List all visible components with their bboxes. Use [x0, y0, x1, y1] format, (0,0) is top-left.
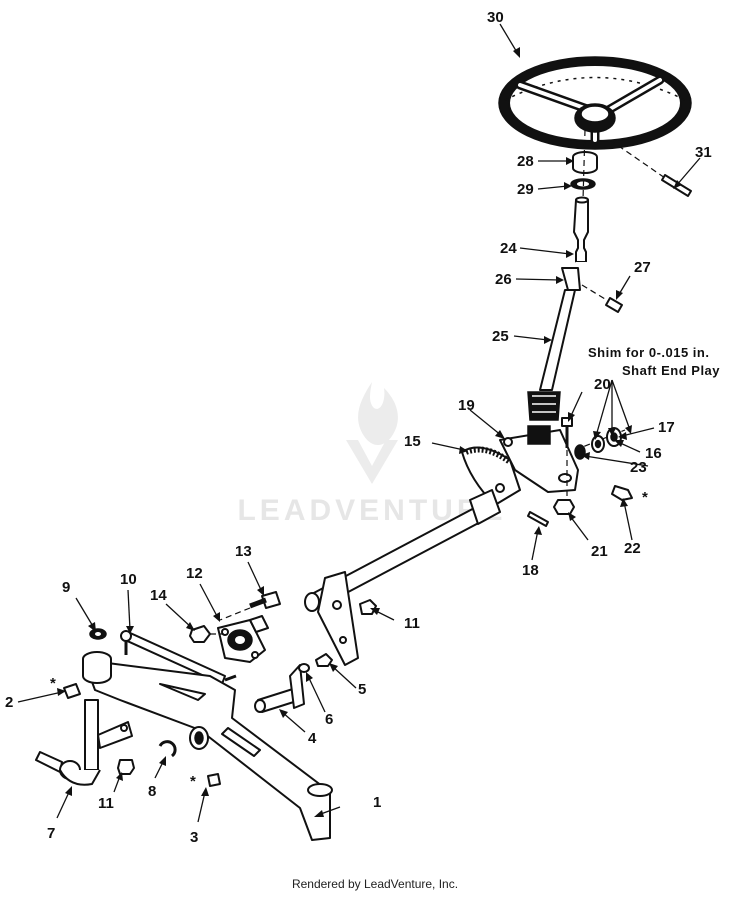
callout-3: 3: [190, 829, 198, 846]
callout-23: 23: [630, 459, 647, 476]
callout-22: 22: [624, 540, 641, 557]
callout-27: 27: [634, 259, 651, 276]
asterisk-upper: *: [642, 489, 648, 506]
callout-1: 1: [373, 794, 381, 811]
v-logo-icon: [346, 440, 398, 484]
callout-20: 20: [594, 376, 611, 393]
grease-fitting-upper: [611, 485, 633, 501]
upper-bushing: [572, 151, 598, 174]
steering-wheel: [498, 56, 692, 150]
grease-fitting-spindle: [63, 683, 81, 699]
plate-nut: [359, 599, 377, 615]
callout-6: 6: [325, 711, 333, 728]
shaft-bolt: [581, 284, 623, 313]
bracket-bolt: [561, 417, 573, 500]
spindle: [35, 699, 133, 786]
callout-28: 28: [517, 153, 534, 170]
steering-support-bracket: [495, 425, 579, 493]
callout-labels: 1 2 3 4 5 6 7 8 9 10 11 11 12 13 14 15 1…: [5, 9, 712, 846]
grease-fitting-axle: [207, 773, 221, 787]
drag-link-shaft: [304, 489, 501, 612]
callout-18: 18: [522, 562, 539, 579]
callout-4: 4: [308, 730, 317, 747]
callout-8: 8: [148, 783, 156, 800]
axle-clip: [158, 740, 177, 758]
callout-9: 9: [62, 579, 70, 596]
roll-pin: [609, 139, 692, 197]
steering-shaft: [527, 196, 589, 421]
callout-31: 31: [695, 144, 712, 161]
steering-gear-sector: [461, 446, 521, 506]
callout-11-lower: 11: [98, 795, 114, 812]
callout-10: 10: [120, 571, 137, 588]
render-credit: Rendered by LeadVenture, Inc.: [292, 877, 458, 891]
callout-17: 17: [658, 419, 675, 436]
callout-24: 24: [500, 240, 517, 257]
asterisk-axle: *: [190, 773, 196, 790]
callout-19: 19: [458, 397, 475, 414]
bearing-nut: [189, 625, 224, 643]
leader-lines: [17, 23, 701, 823]
shaft-key: [527, 511, 549, 527]
shim-note: Shim for 0-.015 in. Shaft End Play: [588, 345, 720, 378]
callout-16: 16: [645, 445, 662, 462]
note-line-1: Shim for 0-.015 in.: [588, 345, 709, 360]
callout-30: 30: [487, 9, 504, 26]
lubrication-asterisks: * * *: [50, 489, 648, 790]
callout-25: 25: [492, 328, 509, 345]
callout-11-upper: 11: [404, 615, 420, 632]
asterisk-spindle: *: [50, 675, 56, 692]
flame-logo-icon: [358, 382, 398, 445]
callout-5: 5: [358, 681, 366, 698]
callout-7: 7: [47, 825, 55, 842]
bearing-bolt: [219, 591, 281, 621]
arm-bolt: [315, 653, 333, 667]
callout-15: 15: [404, 433, 421, 450]
callout-29: 29: [517, 181, 534, 198]
bracket-nut: [553, 499, 575, 515]
spindle-washer: [89, 628, 107, 640]
front-axle: [82, 651, 333, 841]
callout-26: 26: [495, 271, 512, 288]
callout-21: 21: [591, 543, 608, 560]
steering-plate: [317, 571, 359, 666]
note-line-2: Shaft End Play: [622, 363, 720, 378]
arm-washer: [298, 663, 310, 673]
callout-2: 2: [5, 694, 13, 711]
steering-arm: [254, 664, 305, 713]
callout-12: 12: [186, 565, 203, 582]
spindle-nut: [117, 759, 135, 775]
callout-14: 14: [150, 587, 167, 604]
flange-bearing: [217, 615, 269, 663]
callout-13: 13: [235, 543, 252, 560]
